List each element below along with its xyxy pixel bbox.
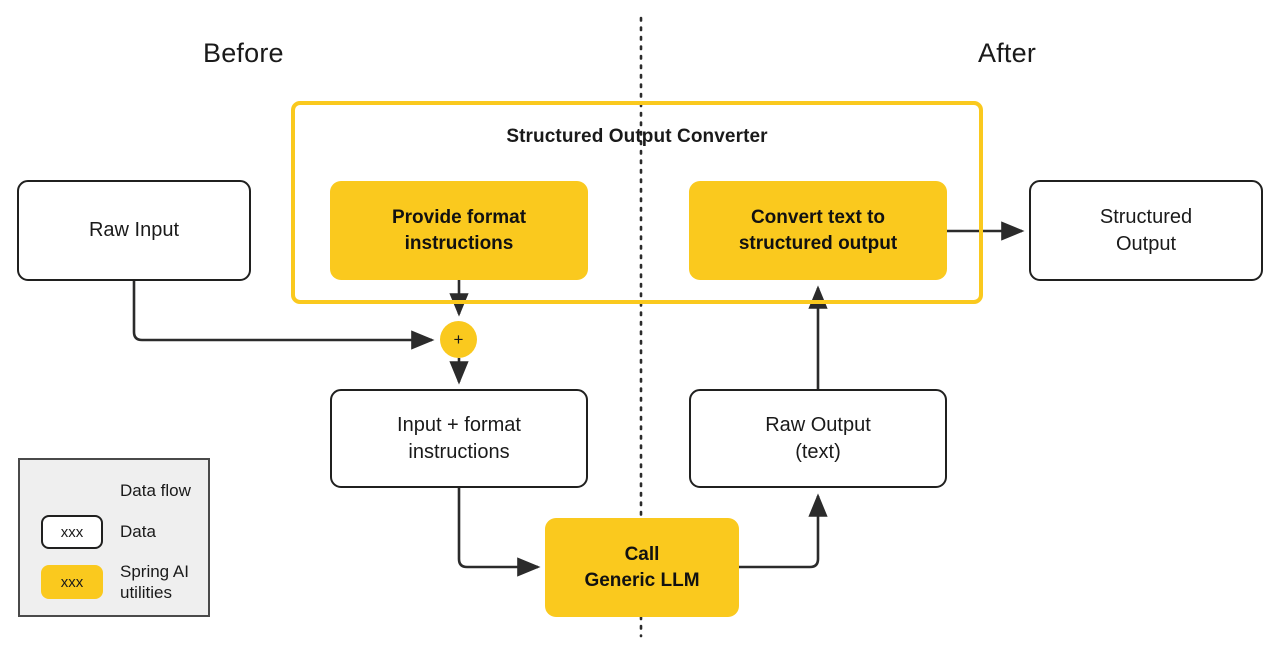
legend-item-data-flow: Data flow [36, 480, 191, 501]
edge-call-llm-to-raw-output [739, 493, 828, 569]
group-title: Structured Output Converter [506, 126, 768, 147]
legend-item-data: xxx Data [36, 515, 156, 549]
legend-swatch-util-wrap: xxx [36, 565, 108, 600]
section-label-before: Before [203, 38, 284, 68]
node-raw-input: Raw Input [17, 180, 251, 281]
legend-swatch-data: xxx [41, 515, 103, 549]
edge-input-format-to-call-llm [457, 488, 541, 577]
legend-swatch-spring-ai-utilities: xxx [41, 565, 103, 600]
structured-output-converter-group: Structured Output Converter [291, 101, 983, 304]
legend-label-data-flow: Data flow [120, 481, 191, 500]
legend-arrow-icon [36, 481, 108, 501]
section-label-after: After [978, 38, 1037, 68]
legend-swatch-data-wrap: xxx [36, 515, 108, 549]
node-raw-output-text: Raw Output(text) [689, 389, 947, 488]
edge-raw-input-to-junction [132, 281, 435, 350]
junction-plus-node: + [440, 321, 477, 358]
legend-label-data: Data [120, 522, 156, 542]
